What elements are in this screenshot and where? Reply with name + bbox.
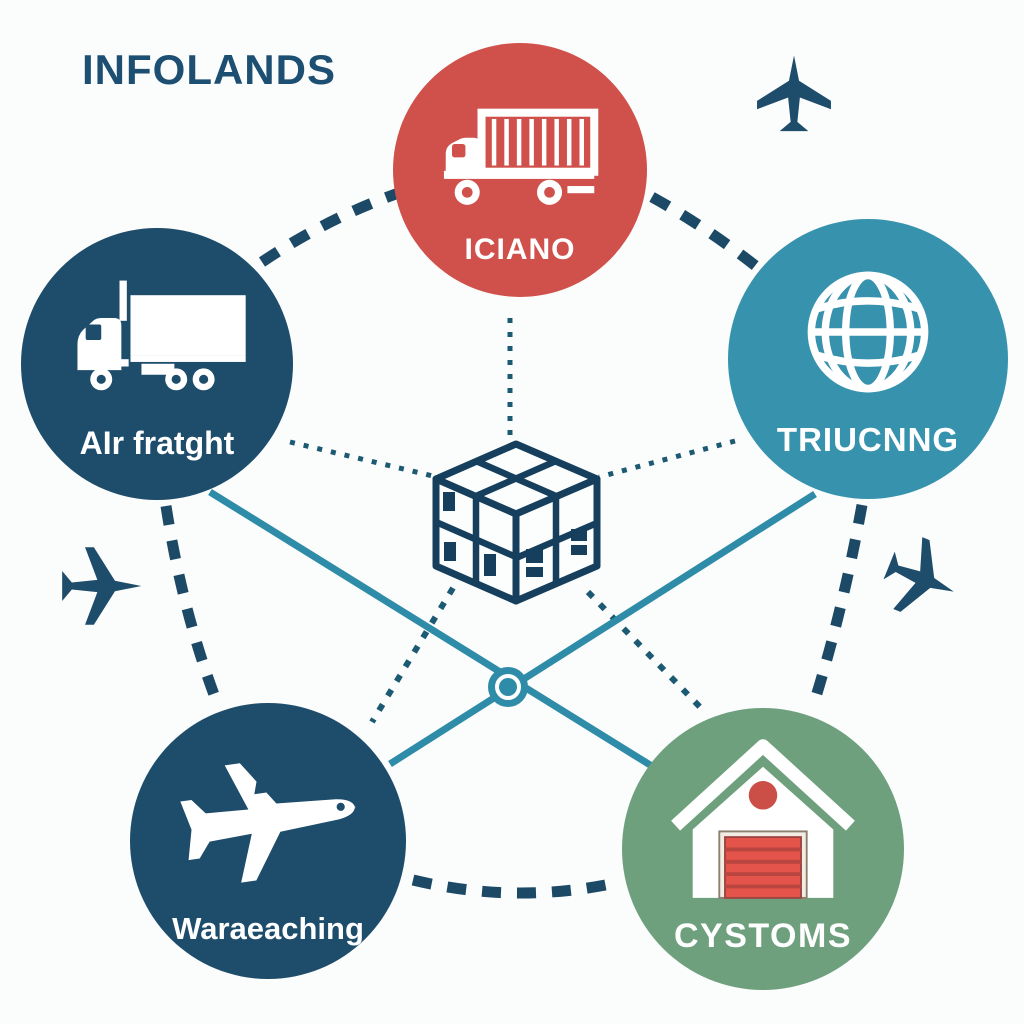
airplane-silhouette-icon [757, 55, 831, 132]
spoke-bottomright-dotted [585, 589, 703, 710]
cargo-box-icon [432, 440, 601, 605]
node-label: TRIUCNNG [776, 421, 960, 458]
connector-top-right-dashed [649, 192, 761, 272]
node-right-global: TRIUCNNG [728, 219, 1008, 499]
node-label: CYSTOMS [673, 917, 852, 955]
connector-right-bottomright-dashed [808, 504, 868, 705]
semi-truck-icon [77, 280, 246, 391]
connector-left-bottomright-solid [208, 489, 657, 771]
page-title: INFOLANDS [82, 46, 336, 93]
node-label: AIr fratght [79, 425, 235, 461]
spoke-right-dotted [598, 438, 736, 480]
connector-right-bottomleft-solid [388, 491, 817, 767]
airplane-icon [180, 763, 356, 883]
hub-node-icon [488, 667, 528, 707]
warehouse-icon [671, 739, 855, 899]
airplane-silhouette-icon [883, 537, 954, 612]
delivery-truck-icon [443, 108, 599, 205]
spoke-left-dotted [289, 439, 438, 480]
node-bottomright-warehouse: CYSTOMS [622, 708, 904, 990]
airplane-silhouette-icon [62, 547, 142, 625]
globe-icon [807, 271, 929, 393]
node-label: Waraeaching [172, 911, 364, 946]
node-label: ICIANO [464, 233, 576, 266]
node-left-freight: AIr fratght [21, 228, 293, 500]
node-bottomleft-air: Waraeaching [130, 703, 406, 979]
node-top-delivery: ICIANO [393, 43, 647, 297]
connector-left-bottomleft-dashed [160, 505, 222, 702]
spoke-bottomleft-dotted [369, 586, 456, 724]
connector-bottom-dashed [411, 874, 622, 899]
